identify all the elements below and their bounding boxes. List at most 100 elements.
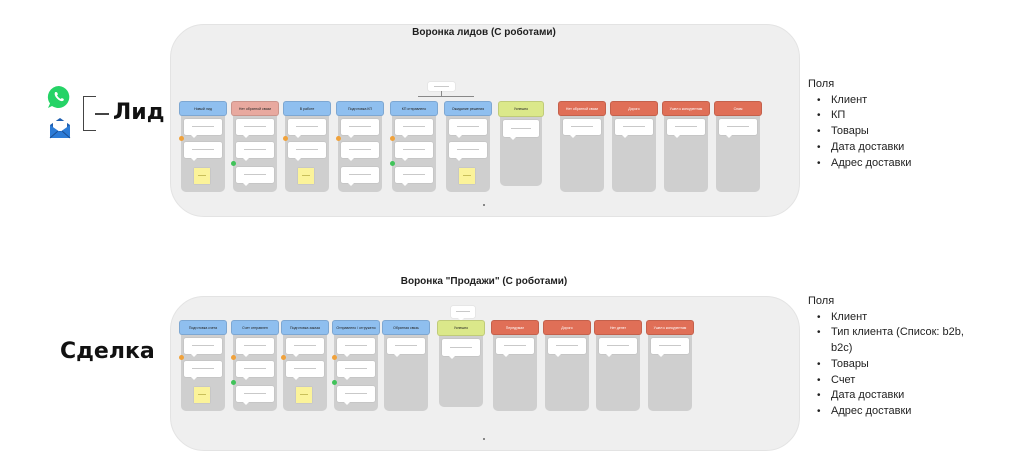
deal-stage-column[interactable]: Отправлено / отгружено: [332, 320, 380, 411]
field-item: Товары: [808, 124, 911, 140]
robot-card: [288, 119, 326, 138]
robot-card: [395, 167, 433, 186]
note-card: [428, 82, 455, 91]
note-card: [451, 306, 475, 321]
deal-stage-column[interactable]: Подготовка счета: [179, 320, 227, 411]
robot-icon: [283, 136, 288, 141]
robot-card: [236, 167, 274, 186]
deal-funnel-title: Воронка "Продажи" (С роботами): [400, 276, 568, 287]
stage-header: Ожидание решения: [444, 101, 492, 116]
robot-icon: [332, 380, 337, 385]
lead-stage-column[interactable]: Новый лид: [179, 101, 227, 192]
robot-card: [184, 361, 222, 380]
robot-card: [449, 142, 487, 161]
robot-card: [184, 142, 222, 161]
deal-stage-column[interactable]: Нет денег: [594, 320, 642, 411]
lead-stage-column[interactable]: Ожидание решения: [444, 101, 492, 192]
robot-card: [337, 361, 375, 380]
whatsapp-icon: [47, 85, 70, 108]
lead-stage-column[interactable]: Подготовка КП: [336, 101, 384, 192]
robot-card: [651, 338, 689, 357]
field-item: Адрес доставки: [808, 404, 964, 420]
stage-header: Дорого: [543, 320, 591, 335]
robot-card: [184, 119, 222, 138]
stage-header: Нет денег: [594, 320, 642, 335]
stage-header: В работе: [283, 101, 331, 116]
deal-stage-column[interactable]: Подготовка заказа: [281, 320, 329, 411]
robot-icon: [231, 355, 236, 360]
robot-card: [236, 119, 274, 138]
deal-stage-column[interactable]: Счет отправлен: [231, 320, 279, 411]
lead-stage-column[interactable]: Успешно: [498, 101, 544, 186]
robot-card: [548, 338, 586, 357]
stage-header: Нет обратной связи: [558, 101, 606, 116]
deal-stage-column[interactable]: Обратная связь: [382, 320, 430, 411]
lead-stage-column[interactable]: В работе: [283, 101, 331, 192]
deal-stage-column[interactable]: Ушел к конкурентам: [646, 320, 694, 411]
connector-line: [441, 91, 442, 96]
field-item: Адрес доставки: [808, 156, 911, 172]
robot-card: [184, 338, 222, 357]
field-item-continuation: b2c): [831, 342, 853, 355]
robot-icon: [281, 355, 286, 360]
stage-header: Успешно: [498, 101, 544, 117]
robot-icon: [179, 136, 184, 141]
stage-header: Передумал: [491, 320, 539, 335]
robot-icon: [231, 380, 236, 385]
stage-header: Ушел к конкурентам: [662, 101, 710, 116]
robot-card: [286, 361, 324, 380]
field-item: Дата доставки: [808, 140, 911, 156]
lead-stage-column[interactable]: Ушел к конкурентам: [662, 101, 710, 192]
stage-header: Отправлено / отгружено: [332, 320, 380, 335]
stage-header: Нет обратной связи: [231, 101, 279, 116]
sticky-note: [194, 168, 210, 184]
robot-card: [667, 119, 705, 138]
field-item: Счет: [808, 373, 964, 389]
lead-label: Лид: [113, 100, 165, 125]
robot-card: [387, 338, 425, 357]
deal-stage-column[interactable]: Успешно: [437, 320, 485, 407]
robot-card: [341, 167, 379, 186]
lead-stage-column[interactable]: Нет обратной связи: [231, 101, 279, 192]
lead-stage-column[interactable]: Дорого: [610, 101, 658, 192]
lead-stage-column[interactable]: КП отправлено: [390, 101, 438, 192]
field-item: Дата доставки: [808, 388, 964, 404]
deal-fields-panel: Поля Клиент Тип клиента (Список: b2b, b2…: [808, 294, 964, 420]
stage-header: Подготовка КП: [336, 101, 384, 116]
robot-card: [236, 142, 274, 161]
stage-header: КП отправлено: [390, 101, 438, 116]
robot-icon: [179, 355, 184, 360]
sticky-note: [459, 168, 475, 184]
lead-stage-column[interactable]: Спам: [714, 101, 762, 192]
robot-card: [449, 119, 487, 138]
robot-card: [236, 361, 274, 380]
robot-card: [286, 338, 324, 357]
deal-stage-column[interactable]: Передумал: [491, 320, 539, 411]
robot-card: [236, 386, 274, 405]
board-marker: [483, 204, 485, 206]
robot-card: [496, 338, 534, 357]
stage-header: Новый лид: [179, 101, 227, 116]
sticky-note: [194, 387, 210, 403]
deal-stage-column[interactable]: Дорого: [543, 320, 591, 411]
robot-card: [395, 119, 433, 138]
stage-header: Счет отправлен: [231, 320, 279, 335]
connector-bracket: [83, 96, 96, 131]
robot-card: [337, 338, 375, 357]
robot-card: [341, 142, 379, 161]
sticky-note: [298, 168, 314, 184]
fields-title: Поля: [808, 295, 835, 307]
field-item: Клиент: [808, 93, 911, 109]
robot-card: [341, 119, 379, 138]
stage-header: Подготовка заказа: [281, 320, 329, 335]
robot-icon: [332, 355, 337, 360]
lead-stage-column[interactable]: Нет обратной связи: [558, 101, 606, 192]
stage-header: Обратная связь: [382, 320, 430, 335]
deal-label: Сделка: [60, 339, 155, 364]
mail-icon: [49, 118, 71, 139]
lead-funnel-title: Воронка лидов (С роботами): [412, 27, 556, 38]
robot-card: [615, 119, 653, 138]
robot-card: [503, 120, 539, 140]
stage-header: Успешно: [437, 320, 485, 336]
robot-card: [442, 339, 480, 359]
